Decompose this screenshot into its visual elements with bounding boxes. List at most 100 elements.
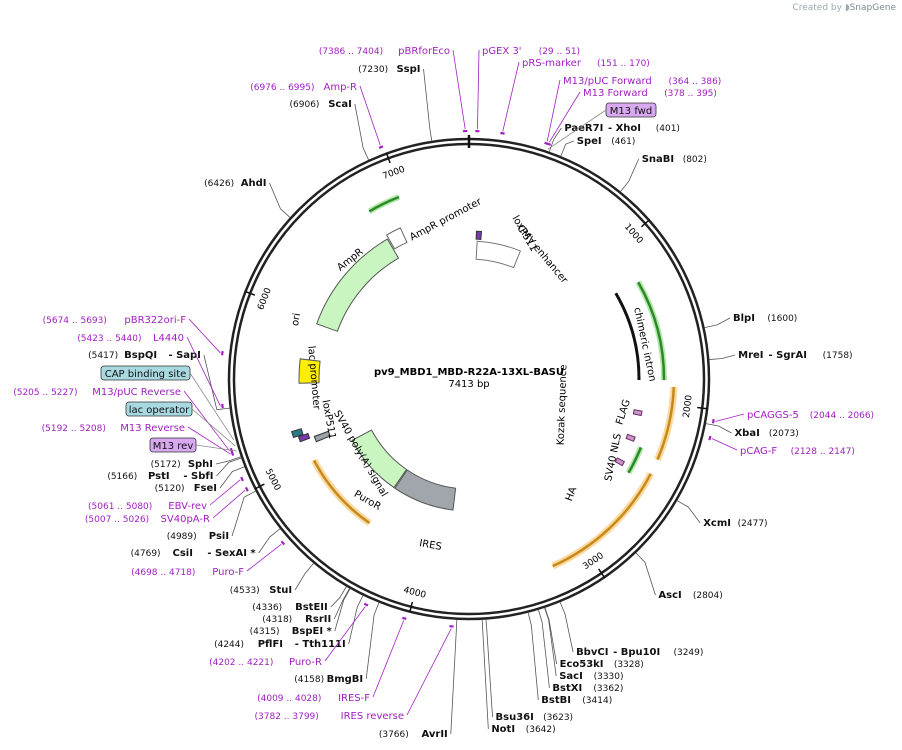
primer-range: (4202 .. 4221) <box>209 658 273 668</box>
tick-mark <box>244 290 256 296</box>
enzyme-name: BbvCI <box>576 647 608 658</box>
primer-range: (6976 .. 6995) <box>250 83 314 93</box>
feature-label: Kozak sequence <box>556 364 570 445</box>
enzyme-position: (3414) <box>582 696 612 706</box>
feature-label: AmpR promoter <box>408 196 484 243</box>
primer-name: M13/pUC Forward <box>563 76 652 87</box>
enzyme-position: (4244) <box>214 640 244 650</box>
primer-leader <box>246 543 282 572</box>
primer-name: pBRforEco <box>398 46 450 57</box>
primer-range: (2128 .. 2147) <box>791 447 855 457</box>
plasmid-title: pv9_MBD1_MBD-R22A-13XL-BASU <box>374 367 564 378</box>
enzyme-site: SpeI(461) <box>560 136 635 157</box>
enzyme-name-alt: - Bpu10I <box>613 647 660 658</box>
tick-label: 7000 <box>381 165 406 182</box>
primer-leader <box>452 49 466 130</box>
enzyme-position: (3249) <box>673 648 703 658</box>
enzyme-name: ScaI <box>328 99 352 110</box>
enzyme-site: NotI(3642) <box>481 619 556 735</box>
primer-range: (378 .. 395) <box>664 89 717 99</box>
primer-site: M13 Forward(378 .. 395) <box>546 88 717 146</box>
plasmid-length: 7413 bp <box>448 379 489 390</box>
enzyme-name: BspQI <box>124 350 157 361</box>
primer-site: Puro-R(4202 .. 4221) <box>209 602 369 668</box>
ori-arrow <box>298 358 321 384</box>
sv40-nls-tag <box>625 433 636 442</box>
primer-range: (4698 .. 4718) <box>131 568 195 578</box>
primer-name: Amp-R <box>324 82 358 93</box>
enzyme-position: (3330) <box>594 672 624 682</box>
chimeric-intron-bar <box>614 292 641 381</box>
enzyme-leader <box>485 619 493 718</box>
enzyme-position: (2804) <box>693 591 723 601</box>
enzyme-name: AhdI <box>241 178 267 189</box>
primer-leader <box>546 79 561 142</box>
green-feature-arc <box>627 446 643 474</box>
enzyme-name: XcmI <box>703 518 731 529</box>
boxed-feature-label: M13 fwd <box>547 102 657 150</box>
primer-name: Puro-F <box>212 567 244 578</box>
primer-range: (5192 .. 5208) <box>42 424 106 434</box>
primer-name: pRS-marker <box>522 58 582 69</box>
tick-mark <box>697 406 709 410</box>
tick-mark <box>598 568 606 579</box>
enzyme-name-alt: - XhoI <box>608 123 641 134</box>
primer-mark <box>280 540 286 546</box>
enzyme-leader <box>258 528 281 554</box>
enzyme-name-alt: - Tth111I <box>295 639 346 650</box>
primer-leader <box>209 479 241 506</box>
enzyme-site: FseI(5120) <box>155 466 245 494</box>
primer-range: (5007 .. 5026) <box>85 515 149 525</box>
enzyme-position: (4318) <box>262 615 292 625</box>
primer-name: IRES-F <box>338 693 370 704</box>
cmv-enhancer-arrow <box>475 240 522 269</box>
enzyme-site: CsiI- SexAI *(4769) <box>131 528 281 559</box>
enzyme-name: SnaBI <box>642 154 674 165</box>
enzyme-position: (1758) <box>823 351 853 361</box>
primer-name: pGEX 3' <box>482 46 522 57</box>
primer-leader <box>212 489 246 519</box>
enzyme-position: (3766) <box>379 730 409 740</box>
puror-arrow <box>351 429 408 489</box>
enzyme-position: (4989) <box>167 532 197 542</box>
tick-label: 5000 <box>263 467 282 492</box>
enzyme-site: AhdI(6426) <box>204 178 291 218</box>
enzyme-leader <box>269 182 291 218</box>
ampr-promoter-arrow <box>385 227 408 250</box>
primer-name: pBR322ori-F <box>124 315 186 326</box>
primer-name: M13/pUC Reverse <box>92 387 181 398</box>
primer-range: (151 .. 170) <box>597 59 650 69</box>
enzyme-name-alt: - SexAI * <box>207 548 256 559</box>
enzyme-site: BspQI- SapI(5417) <box>88 350 230 411</box>
enzyme-name-alt: - SbfI <box>183 471 213 482</box>
enzyme-leader <box>559 601 574 653</box>
enzyme-site: PsiI (4989) <box>167 490 256 542</box>
primer-site: pRS-marker (151 .. 170) <box>500 58 650 135</box>
primer-leader <box>715 413 745 422</box>
primer-name: L4440 <box>153 333 184 344</box>
enzyme-name: NotI <box>491 724 515 735</box>
enzyme-site: RsrII(4318) <box>262 588 350 625</box>
green-feature-arc <box>637 281 666 381</box>
enzyme-leader <box>620 158 640 192</box>
enzyme-site: StuI(4533) <box>230 562 314 596</box>
enzyme-leader <box>676 500 701 524</box>
enzyme-position: (4336) <box>252 603 282 613</box>
enzyme-name: FseI <box>194 483 217 494</box>
primer-range: (2044 .. 2066) <box>810 411 874 421</box>
feature-label: HA <box>564 485 579 502</box>
enzyme-name: PsiI <box>209 531 229 542</box>
primer-site: SV40pA-R(5007 .. 5026) <box>85 486 249 525</box>
enzyme-position: (3623) <box>543 713 573 723</box>
enzyme-site: ScaI(6906) <box>290 99 369 161</box>
enzyme-leader <box>348 595 364 645</box>
label-box-leader <box>191 408 236 447</box>
tick-mark <box>385 152 391 164</box>
enzyme-leader <box>215 456 242 465</box>
enzyme-site: BstBI(3414) <box>527 612 612 706</box>
enzyme-name: BstXI <box>552 683 582 694</box>
sv40-polya-block <box>313 430 331 443</box>
enzyme-position: (5172) <box>151 460 181 470</box>
enzyme-leader <box>333 588 350 620</box>
feature-label: ori <box>290 312 303 327</box>
